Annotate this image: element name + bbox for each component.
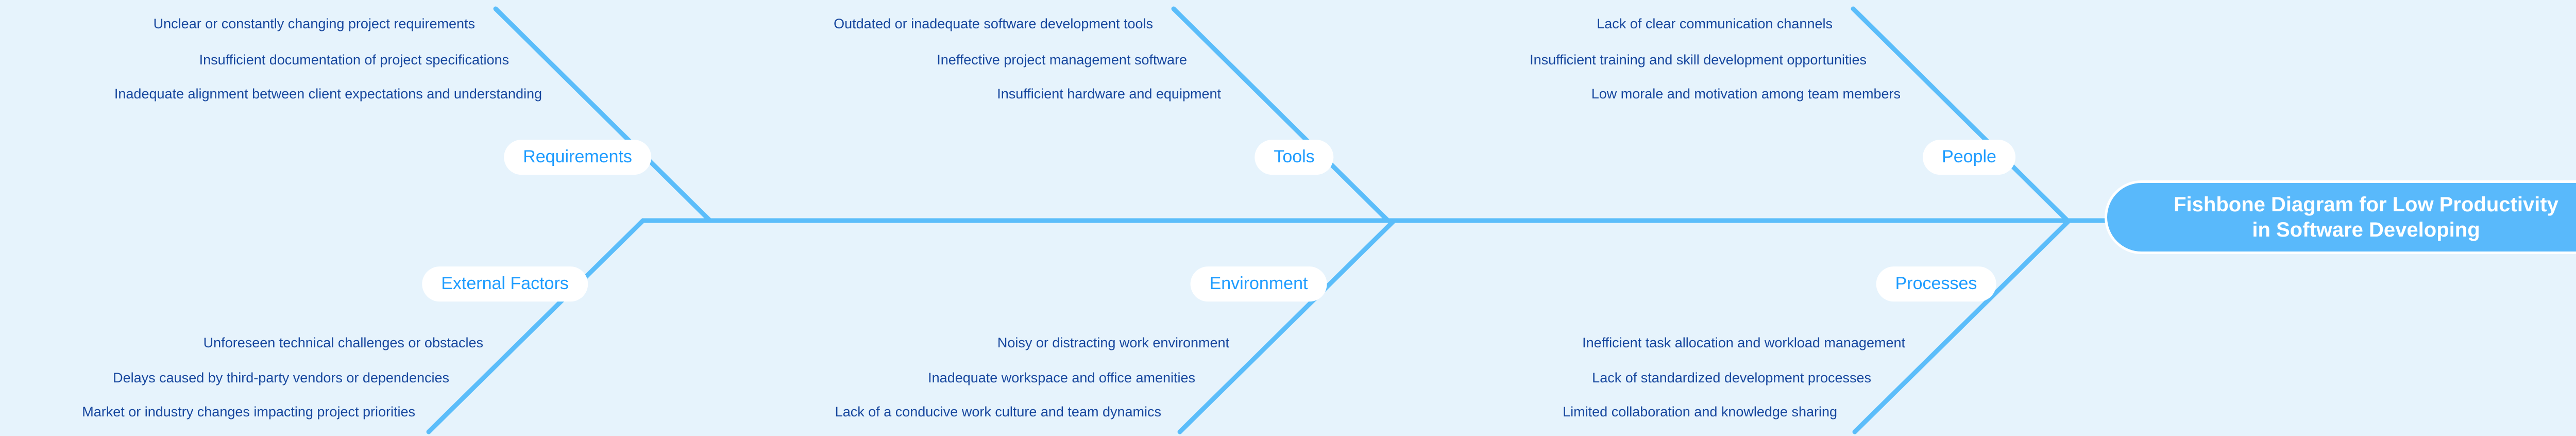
category-pill-processes[interactable]: Processes xyxy=(1877,268,1995,300)
category-label: External Factors xyxy=(441,274,569,294)
cause-text: Unclear or constantly changing project r… xyxy=(153,16,475,32)
effect-title: Fishbone Diagram for Low Productivity in… xyxy=(2160,192,2572,243)
cause-text: Lack of a conducive work culture and tea… xyxy=(835,404,1161,420)
effect-head-box[interactable]: Fishbone Diagram for Low Productivity in… xyxy=(2105,180,2576,254)
category-pill-tools[interactable]: Tools xyxy=(1256,141,1332,173)
category-pill-external-factors[interactable]: External Factors xyxy=(423,268,586,300)
category-label: Requirements xyxy=(523,147,632,167)
bone-tools xyxy=(1171,6,1391,223)
cause-text: Ineffective project management software xyxy=(937,52,1187,68)
cause-text: Limited collaboration and knowledge shar… xyxy=(1563,404,1837,420)
category-label: Tools xyxy=(1274,147,1315,167)
cause-text: Delays caused by third-party vendors or … xyxy=(113,370,449,386)
category-label: Processes xyxy=(1895,274,1977,294)
category-pill-requirements[interactable]: Requirements xyxy=(505,141,650,173)
bone-processes xyxy=(1852,218,2072,434)
cause-text: Inefficient task allocation and workload… xyxy=(1582,335,1905,351)
cause-text: Noisy or distracting work environment xyxy=(997,335,1229,351)
cause-text: Insufficient training and skill developm… xyxy=(1530,52,1867,68)
cause-text: Market or industry changes impacting pro… xyxy=(82,404,415,420)
bone-external-factors xyxy=(426,218,646,434)
cause-text: Unforeseen technical challenges or obsta… xyxy=(203,335,483,351)
cause-text: Insufficient hardware and equipment xyxy=(997,86,1221,102)
bone-environment xyxy=(1177,218,1397,434)
category-label: People xyxy=(1942,147,1996,167)
bone-requirements xyxy=(493,6,713,223)
effect-title-line-2: in Software Developing xyxy=(2252,218,2480,241)
cause-text: Lack of clear communication channels xyxy=(1597,16,1833,32)
cause-text: Low morale and motivation among team mem… xyxy=(1591,86,1901,102)
cause-text: Inadequate workspace and office amenitie… xyxy=(928,370,1195,386)
category-pill-people[interactable]: People xyxy=(1924,141,2014,173)
category-label: Environment xyxy=(1209,274,1308,294)
bone-people xyxy=(1851,6,2070,223)
cause-text: Insufficient documentation of project sp… xyxy=(199,52,509,68)
cause-text: Outdated or inadequate software developm… xyxy=(834,16,1153,32)
cause-text: Inadequate alignment between client expe… xyxy=(114,86,542,102)
category-pill-environment[interactable]: Environment xyxy=(1192,268,1326,300)
cause-text: Lack of standardized development process… xyxy=(1592,370,1871,386)
effect-title-line-1: Fishbone Diagram for Low Productivity xyxy=(2174,193,2558,216)
